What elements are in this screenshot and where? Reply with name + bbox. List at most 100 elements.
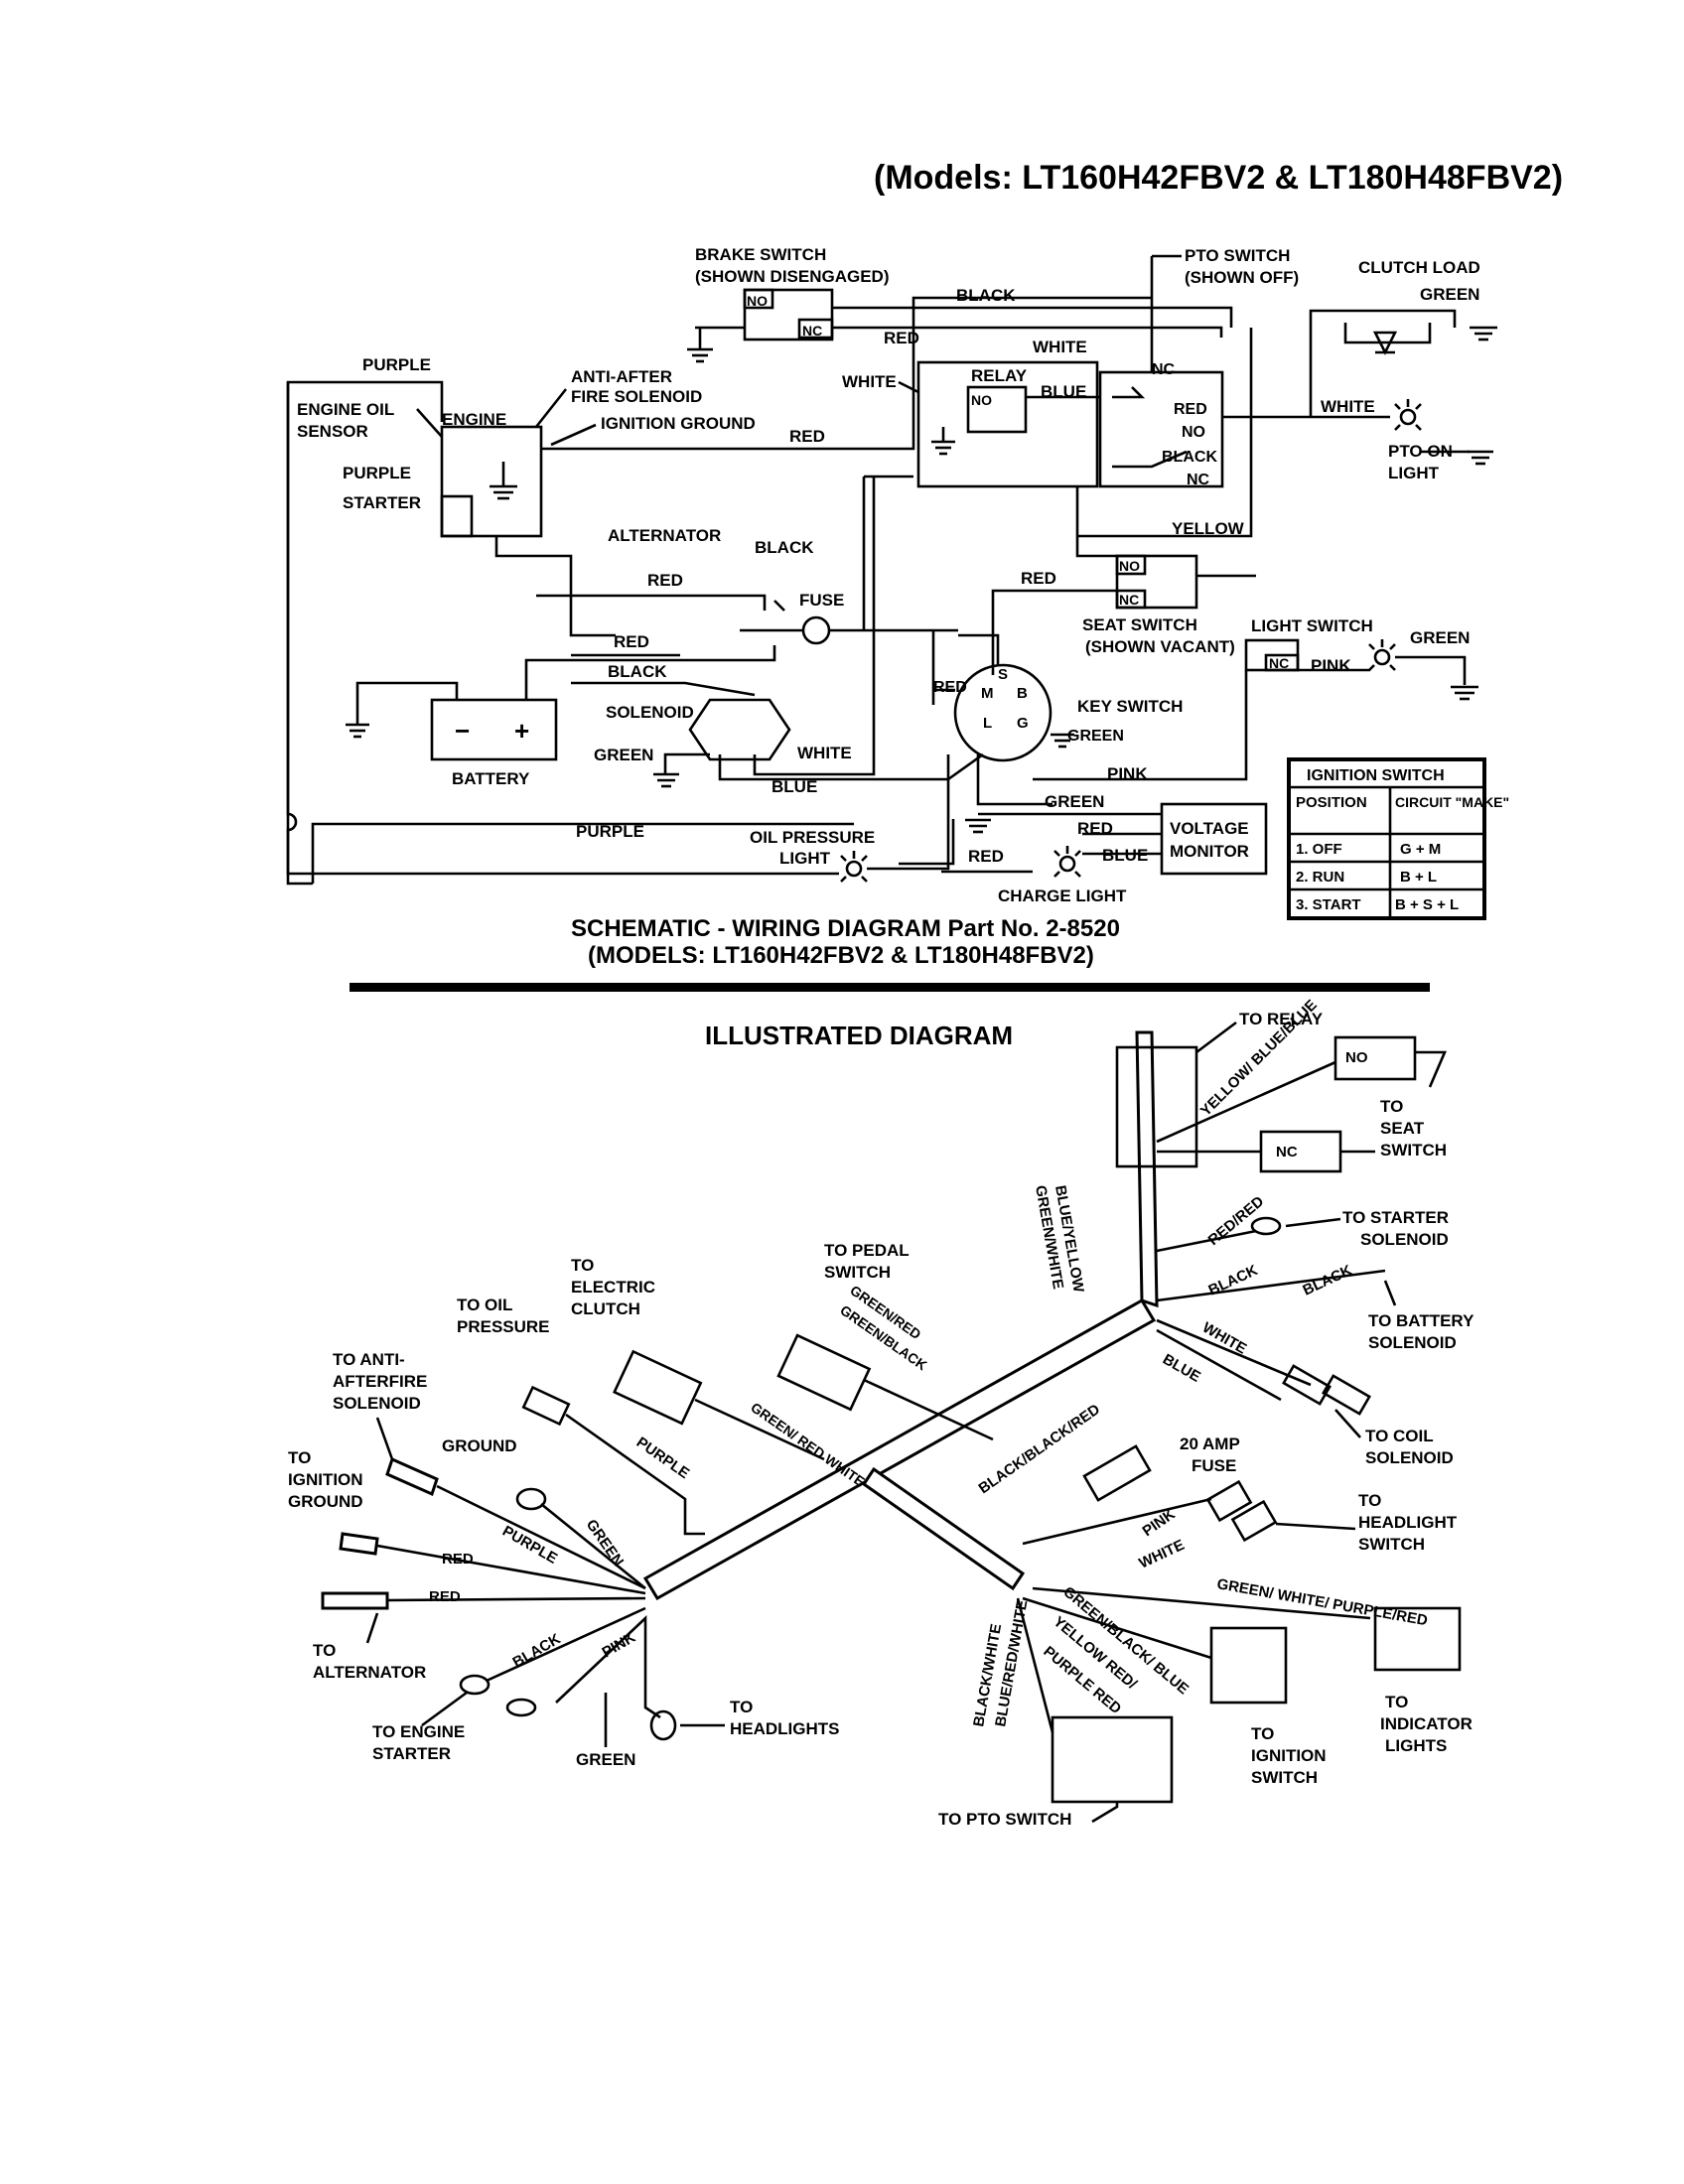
pedal-switch-connector xyxy=(776,1333,872,1412)
oil-pressure-label-1: OIL PRESSURE xyxy=(750,828,875,847)
seat-wires xyxy=(1156,1060,1336,1154)
amp-fuse-label-2: FUSE xyxy=(1192,1456,1236,1475)
to-indicator-1: TO xyxy=(1385,1693,1408,1711)
to-anti-afterfire-2: AFTERFIRE xyxy=(333,1372,427,1391)
anti-afterfire-leader xyxy=(375,1417,394,1460)
to-indicator-2: INDICATOR xyxy=(1380,1714,1473,1733)
charge-light-label: CHARGE LIGHT xyxy=(998,887,1127,905)
battery-ground-icon xyxy=(346,723,369,739)
seat-no-label-ill: NO xyxy=(1345,1049,1368,1066)
pto-contacts xyxy=(1112,386,1188,469)
to-ign-ground-1: TO xyxy=(288,1448,311,1467)
to-coil-sol-1: TO COIL xyxy=(1365,1427,1434,1445)
battery-sol-leader xyxy=(1383,1280,1397,1306)
red-label-6: RED xyxy=(1077,819,1113,838)
to-headlight-1: TO xyxy=(1358,1491,1381,1510)
white-label-ill-2: WHITE xyxy=(1137,1537,1188,1572)
to-elec-clutch-1: TO xyxy=(571,1256,594,1275)
white-label-3: WHITE xyxy=(1321,397,1375,416)
black-label-3: BLACK xyxy=(608,662,667,681)
solenoid-label: SOLENOID xyxy=(606,703,694,722)
engine-starter-leader xyxy=(421,1691,468,1727)
to-pto-leader xyxy=(1091,1802,1119,1824)
charge-light-icon xyxy=(1053,846,1081,878)
red-label-5: RED xyxy=(614,632,649,651)
to-engine-starter-2: STARTER xyxy=(372,1744,451,1763)
pto-on-label-2: LIGHT xyxy=(1388,464,1440,482)
key-m: M xyxy=(981,685,994,702)
indicator-wire xyxy=(1032,1586,1371,1620)
to-ign-ground-2: IGNITION xyxy=(288,1470,363,1489)
solenoid-ground-icon xyxy=(653,772,679,788)
engine-oil-label-2: SENSOR xyxy=(297,422,368,441)
pto-switch-connector xyxy=(1051,1715,1174,1804)
to-anti-afterfire-3: SOLENOID xyxy=(333,1394,421,1413)
amp-fuse-label-1: 20 AMP xyxy=(1180,1434,1240,1453)
solenoid-feed-wires xyxy=(571,653,756,697)
battery-box xyxy=(430,698,558,761)
to-starter-sol-2: SOLENOID xyxy=(1360,1230,1449,1249)
pink-label-1: PINK xyxy=(1311,656,1351,675)
red-label-1: RED xyxy=(789,427,825,446)
to-engine-starter-1: TO ENGINE xyxy=(372,1722,465,1741)
relay-outline xyxy=(916,360,1099,488)
solenoid-wires xyxy=(663,477,984,781)
models-header: (Models: LT160H42FBV2 & LT180H48FBV2) xyxy=(874,159,1564,197)
elec-clutch-wire xyxy=(694,1398,825,1461)
to-indicator-3: LIGHTS xyxy=(1385,1736,1447,1755)
pto-nc-label-2: NC xyxy=(1187,472,1210,488)
to-ignition-switch-1: TO xyxy=(1251,1724,1274,1743)
coil-connector-1 xyxy=(1282,1364,1332,1406)
brake-switch-state: (SHOWN DISENGAGED) xyxy=(695,267,890,286)
elec-clutch-connector xyxy=(613,1349,703,1426)
seat-nc-label: NC xyxy=(1119,592,1139,608)
illustrated-title: ILLUSTRATED DIAGRAM xyxy=(705,1021,1013,1050)
schematic-diagram: ENGINE PURPLE STARTER ENGINE OIL SENSOR … xyxy=(286,245,1509,969)
clutch-load-label: CLUTCH LOAD xyxy=(1358,258,1480,277)
anti-afterfire-terminal xyxy=(385,1456,439,1497)
harness-branch-upper xyxy=(1135,1030,1159,1308)
purple-wire-loop xyxy=(286,382,839,876)
clutch-load-wire xyxy=(1309,309,1457,417)
purple-label-2: PURPLE xyxy=(343,464,411,482)
blue-label-ill: BLUE xyxy=(1160,1351,1203,1386)
light-switch-wires xyxy=(1033,668,1370,781)
to-seat-label-3: SWITCH xyxy=(1380,1141,1447,1160)
to-headlights-1: TO xyxy=(730,1698,753,1716)
to-elec-clutch-3: CLUTCH xyxy=(571,1299,640,1318)
red-wire-vertical xyxy=(862,475,913,630)
blue-label-vm: BLUE xyxy=(1102,846,1148,865)
ignition-row-1-make: G + M xyxy=(1400,841,1441,858)
seat-switch-label: SEAT SWITCH xyxy=(1082,615,1197,634)
key-switch-label: KEY SWITCH xyxy=(1077,697,1183,716)
ignition-row-3-make: B + S + L xyxy=(1395,896,1459,913)
voltage-label-2: MONITOR xyxy=(1170,842,1249,861)
light-ground-wire xyxy=(1395,655,1467,685)
red-label-pto: RED xyxy=(1174,401,1207,418)
alternator-leader xyxy=(365,1612,379,1644)
ignition-row-1-pos: 1. OFF xyxy=(1296,841,1342,858)
seat-nc-contact xyxy=(1115,589,1147,610)
brake-ground-icon xyxy=(687,347,713,363)
brake-no-contact xyxy=(743,288,774,310)
illustrated-diagram: ILLUSTRATED DIAGRAM TO RELAY YELLOW/ BLU… xyxy=(288,997,1474,1829)
seat-nc-connector xyxy=(1259,1130,1342,1173)
relay-ground-icon xyxy=(931,427,955,456)
to-headlights-2: HEADLIGHTS xyxy=(730,1719,840,1738)
brake-no-label: NO xyxy=(747,293,768,309)
headlight-switch-connector-1 xyxy=(1205,1479,1253,1523)
red-label-key: RED xyxy=(933,679,967,696)
green-label-key: GREEN xyxy=(1067,728,1124,745)
to-ignition-switch-3: SWITCH xyxy=(1251,1768,1318,1787)
black-label-2: BLACK xyxy=(755,538,814,557)
ignition-switch-table: IGNITION SWITCH POSITION CIRCUIT "MAKE" … xyxy=(1287,757,1509,920)
pto-on-label-1: PTO ON xyxy=(1388,442,1453,461)
ground-terminal-icon xyxy=(515,1487,547,1511)
fuse-connector-icon xyxy=(1082,1444,1152,1502)
red-label-7: RED xyxy=(968,847,1004,866)
green-red-white-label: GREEN/ RED WHITE xyxy=(748,1399,868,1489)
seat-switch-state: (SHOWN VACANT) xyxy=(1085,637,1235,656)
battery-label: BATTERY xyxy=(452,769,530,788)
red-wire-engine-relay xyxy=(541,296,1152,451)
fuse-label: FUSE xyxy=(799,591,844,610)
